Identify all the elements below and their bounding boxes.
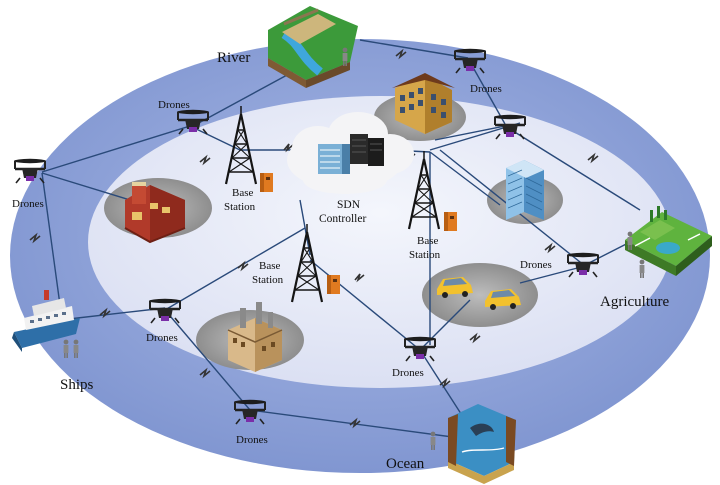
base-station-label-line1: Base bbox=[232, 187, 254, 199]
sdn-label-line2: Controller bbox=[319, 213, 366, 225]
river-scene-icon bbox=[268, 6, 358, 88]
ship-icon bbox=[12, 290, 80, 352]
drones-label: Drones bbox=[146, 332, 178, 344]
base-station-label-line1: Base bbox=[417, 235, 439, 247]
equipment-cabinet-icon bbox=[444, 212, 457, 231]
equipment-cabinet-icon bbox=[327, 275, 340, 294]
office-tower-icon bbox=[506, 160, 544, 220]
base-station-label-line1: Base bbox=[259, 260, 281, 272]
drones-label: Drones bbox=[236, 434, 268, 446]
hotel-building-icon bbox=[392, 73, 455, 134]
ocean-label: Ocean bbox=[386, 456, 425, 472]
drones-label: Drones bbox=[520, 259, 552, 271]
drones-label: Drones bbox=[158, 99, 190, 111]
base-station-label-line2: Station bbox=[252, 274, 284, 286]
equipment-cabinet-icon bbox=[260, 173, 273, 192]
drones-label: Drones bbox=[470, 83, 502, 95]
base-station-label-line2: Station bbox=[409, 249, 441, 261]
base-station-label-line2: Station bbox=[224, 201, 256, 213]
agriculture-scene-icon bbox=[625, 206, 712, 276]
ships-label: Ships bbox=[60, 377, 94, 393]
taxi-cars-icon bbox=[437, 277, 521, 310]
pad-cars bbox=[422, 263, 538, 327]
drones-label: Drones bbox=[12, 198, 44, 210]
river-label: River bbox=[217, 50, 250, 66]
sdn-label-line1: SDN bbox=[337, 199, 361, 211]
sdn-server-icon bbox=[318, 134, 384, 174]
industrial-plant-icon bbox=[227, 302, 283, 372]
drones-label: Drones bbox=[392, 367, 424, 379]
agriculture-label: Agriculture bbox=[600, 294, 669, 310]
ocean-scene-icon bbox=[448, 404, 516, 484]
factory-building-icon bbox=[124, 182, 186, 244]
